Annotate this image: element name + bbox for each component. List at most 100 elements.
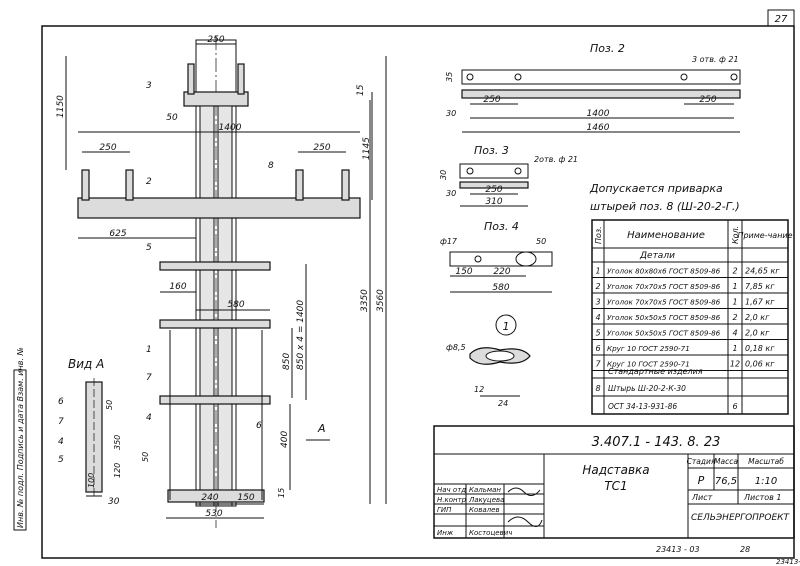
view-a: Вид А 6 7 4 5 50 350 120 100 30 [58, 357, 122, 507]
dim-50: 50 [166, 113, 178, 123]
callout-6: 6 [256, 421, 262, 431]
sheet-label: Лист [691, 493, 713, 502]
detail-1-dim-24: 24 [498, 399, 508, 408]
spec-cell-name: Уголок 50х50х5 ГОСТ 8509-86 [607, 313, 721, 322]
spec-cell-note: 1,67 кг [745, 298, 775, 307]
page-number: 27 [775, 14, 788, 25]
pos-2-title: Поз. 2 [590, 42, 625, 55]
title-line-2: ТС1 [604, 479, 627, 493]
pos-3-dim-250: 250 [485, 185, 502, 195]
spec-cell-qty: 12 [730, 360, 740, 369]
dim-3350: 3350 [360, 289, 370, 312]
view-a-callout-6: 6 [58, 397, 64, 407]
dim-right-250: 250 [313, 143, 330, 153]
sig-name-3: Ковалев [469, 506, 500, 514]
stage-header: Стадия [687, 457, 716, 466]
view-a-dim-50: 50 [105, 400, 114, 410]
dim-left-250: 250 [99, 143, 116, 153]
pos-4-dim-580: 580 [492, 283, 509, 293]
spec-cell-pos: 7 [595, 360, 601, 369]
detail-1-number: 1 [503, 320, 510, 333]
spec-cell-pos: 4 [595, 313, 600, 322]
spec-cell-note: 0,18 кг [745, 344, 775, 353]
view-a-title: Вид А [68, 357, 104, 371]
spec-section-details: Детали [639, 251, 675, 261]
main-view: 250 1400 250 250 1150 15 1145 50 625 580… [56, 35, 387, 528]
dim-625: 625 [109, 229, 126, 239]
sig-role-2: Н.контр [437, 496, 467, 504]
detail-1-dim-85: ф8,5 [446, 343, 466, 352]
spec-cell-qty: 2 [732, 313, 737, 322]
spec-cell-note: 0,06 кг [745, 360, 775, 369]
pos-3-dim-30a: 30 [439, 170, 448, 180]
dim-150: 150 [237, 493, 254, 503]
spec-cell-name: Уголок 50х50х5 ГОСТ 8509-86 [607, 329, 721, 338]
view-a-dim-100: 100 [87, 473, 96, 488]
sheet-frame [41, 25, 795, 559]
view-a-callout-4: 4 [58, 437, 64, 447]
dim-400: 400 [280, 431, 290, 448]
view-a-callout-5: 5 [58, 455, 64, 465]
callout-4: 4 [146, 413, 152, 423]
part-5-brace [159, 261, 271, 271]
spec-cell-name: Круг 10 ГОСТ 2590-71 [607, 344, 690, 353]
pos-2-dim-250a: 250 [483, 95, 500, 105]
pos-2-dim-1400: 1400 [587, 109, 610, 119]
spec-cell-name: Круг 10 ГОСТ 2590-71 [607, 360, 690, 369]
spec-cell-note: 2,0 кг [745, 313, 770, 322]
sig-role-1: Нач отд [437, 486, 466, 494]
dim-15b: 15 [277, 488, 286, 498]
std-row-2-name: ОСТ 34-13-931-86 [608, 402, 677, 411]
title-line-1: Надставка [582, 463, 649, 477]
pos-2-detail: Поз. 2 3 отв. ф 21 35 30 250 250 1400 14… [445, 42, 741, 133]
sheets-label: Листов 1 [743, 493, 782, 502]
dim-580: 580 [227, 300, 244, 310]
std-row-name: Штырь Ш-20-2-К-30 [608, 384, 686, 393]
pos-4-hole: ф17 [440, 237, 458, 246]
sig-name-5: Костоцевич [469, 529, 512, 537]
pos-3-detail: Поз. 3 2отв. ф 21 30 30 250 310 [439, 144, 578, 207]
spec-section-standard: Стандартные изделия [608, 367, 703, 376]
scale-header: Масштаб [748, 457, 784, 466]
side-stamp: Инв. № подл. Подпись и дата Взам. инв. № [13, 347, 27, 531]
sig-role-3: ГИП [437, 506, 452, 514]
sig-name-1: Кальман [469, 486, 501, 494]
dim-1150: 1150 [56, 95, 66, 118]
pos-2-dim-35: 35 [445, 72, 454, 82]
detail-1: 1 ф8,5 12 24 [446, 314, 531, 408]
view-a-dim-30: 30 [108, 497, 120, 507]
spec-cell-pos: 1 [595, 267, 600, 276]
dim-850: 850 [282, 353, 292, 370]
callout-8: 8 [268, 161, 274, 171]
side-stamp-text: Инв. № подл. Подпись и дата Взам. инв. № [16, 347, 25, 528]
callout-3: 3 [146, 81, 152, 91]
callout-2: 2 [146, 177, 152, 187]
std-row-2-qty: 6 [732, 402, 737, 411]
part-8-pin [81, 169, 90, 201]
doc-code: 3.407.1 - 143. 8. 23 [592, 435, 721, 450]
note-line-2: штырей поз. 8 (Ш-20-2-Г.) [590, 200, 740, 213]
detail-1-dim-12: 12 [474, 385, 484, 394]
pos-4-dim-220: 220 [493, 267, 510, 277]
spec-header-note: Приме-чание [737, 231, 792, 240]
spec-cell-note: 24,65 кг [745, 267, 780, 276]
view-a-dim-350: 350 [113, 435, 122, 450]
pos-2-dim-250b: 250 [699, 95, 716, 105]
spec-cell-pos: 2 [595, 282, 600, 291]
pos-2-dim-1460: 1460 [587, 123, 610, 133]
spec-cell-pos: 5 [595, 329, 600, 338]
sig-name-2: Лакуцева [468, 496, 504, 504]
pos-3-hole-note: 2отв. ф 21 [534, 155, 578, 164]
spec-cell-qty: 1 [732, 282, 737, 291]
spec-cell-pos: 6 [595, 344, 600, 353]
mass-value: 76,5 [715, 476, 737, 487]
pos-4-title: Поз. 4 [484, 220, 519, 233]
dim-850x4: 850 x 4 = 1400 [296, 300, 306, 370]
dim-15: 15 [356, 84, 366, 96]
pos-3-title: Поз. 3 [474, 144, 509, 157]
callout-7: 7 [146, 373, 152, 383]
spec-cell-qty: 2 [732, 267, 737, 276]
callout-5: 5 [146, 243, 152, 253]
